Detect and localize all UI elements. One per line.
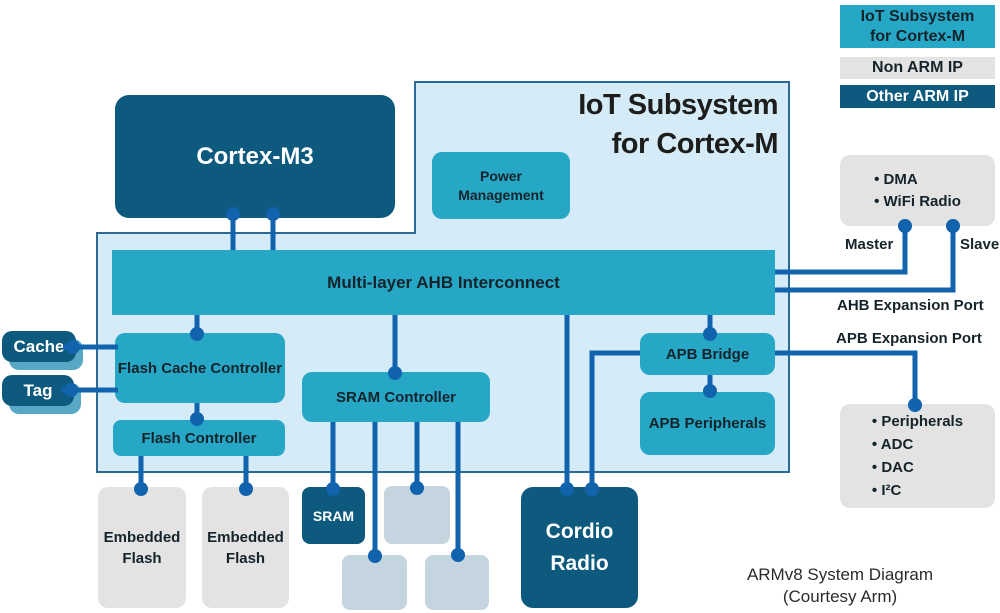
node-ahb-interconnect-label: Multi-layer AHB Interconnect: [327, 272, 560, 292]
node-tag: Tag: [2, 375, 81, 414]
node-cordio-radio-label: Cordio Radio: [545, 519, 614, 575]
legend-other-arm-ip-label: Other ARM IP: [866, 87, 969, 105]
panel-dma-wifi: • DMA • WiFi Radio: [840, 155, 995, 226]
node-cortex-m3: Cortex-M3: [115, 95, 395, 218]
node-power-management-label: Power Management: [458, 167, 544, 203]
legend-iot-subsystem-label: IoT Subsystem for Cortex-M: [860, 7, 975, 45]
dac-item: • DAC: [871, 459, 914, 476]
legend-non-arm-ip: Non ARM IP: [840, 57, 995, 79]
node-ahb-interconnect: Multi-layer AHB Interconnect: [112, 250, 775, 315]
panel-peripherals: • Peripherals • ADC • DAC • I²C: [840, 404, 995, 508]
master-port-label: Master: [845, 236, 894, 253]
apb-expansion-port-label: APB Expansion Port: [836, 330, 982, 347]
node-flash-controller-label: Flash Controller: [141, 429, 257, 447]
node-sram-bank-bottom-right: [425, 555, 489, 610]
node-sram: SRAM: [302, 487, 365, 544]
node-sram-label: SRAM: [312, 507, 355, 524]
node-sram-bank-top: [384, 486, 450, 544]
node-embedded-flash-1: Embedded Flash: [98, 487, 186, 608]
wifi-radio-item: • WiFi Radio: [874, 192, 961, 210]
node-tag-label: Tag: [23, 380, 53, 400]
node-embedded-flash-2: Embedded Flash: [202, 487, 289, 608]
legend-iot-subsystem: IoT Subsystem for Cortex-M: [840, 5, 995, 48]
legend-other-arm-ip: Other ARM IP: [840, 85, 995, 108]
node-embedded-flash-2-label: Embedded Flash: [207, 528, 284, 567]
legend-non-arm-ip-label: Non ARM IP: [872, 59, 963, 76]
peripherals-item: • Peripherals: [871, 413, 964, 430]
ahb-expansion-port-label: AHB Expansion Port: [837, 297, 984, 314]
node-apb-bridge: APB Bridge: [640, 333, 775, 375]
node-cache: Cache: [2, 331, 83, 370]
node-sram-controller: SRAM Controller: [302, 372, 490, 422]
diagram-title: IoT Subsystem for Cortex-M: [578, 89, 778, 160]
node-apb-peripherals-label: APB Peripherals: [648, 415, 767, 432]
dma-item: • DMA: [874, 170, 918, 188]
node-cache-label: Cache: [13, 336, 65, 356]
i2c-item: • I²C: [871, 482, 902, 499]
node-apb-bridge-label: APB Bridge: [665, 345, 750, 363]
node-sram-controller-label: SRAM Controller: [336, 388, 456, 406]
node-cordio-radio: Cordio Radio: [521, 487, 638, 608]
slave-port-label: Slave: [960, 236, 1000, 253]
node-flash-cache-controller: Flash Cache Controller: [115, 333, 285, 403]
node-cortex-m3-label: Cortex-M3: [196, 142, 314, 170]
adc-item: • ADC: [871, 436, 914, 453]
node-embedded-flash-1-label: Embedded Flash: [103, 528, 181, 567]
node-apb-peripherals: APB Peripherals: [640, 392, 775, 455]
node-sram-bank-bottom-left: [342, 555, 407, 610]
diagram-caption: ARMv8 System Diagram (Courtesy Arm): [746, 565, 934, 606]
node-flash-cache-controller-label: Flash Cache Controller: [117, 359, 283, 377]
node-flash-controller: Flash Controller: [113, 420, 285, 456]
node-power-management: Power Management: [432, 152, 570, 219]
